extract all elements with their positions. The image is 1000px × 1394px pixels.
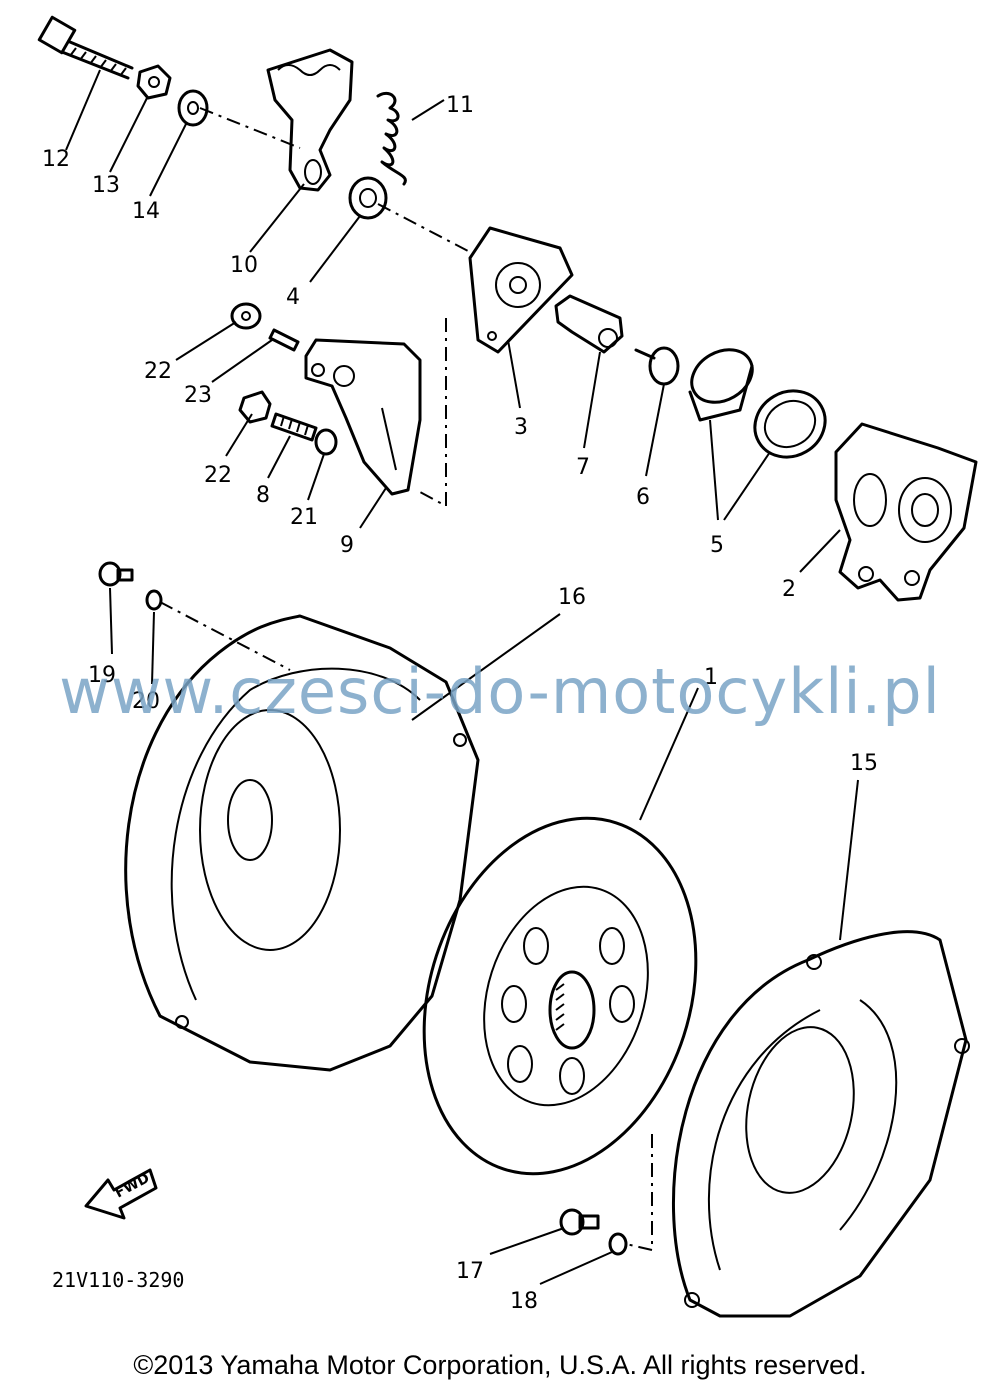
callout-10: 10 (230, 253, 258, 278)
callout-22-upper: 22 (144, 359, 172, 384)
callout-3: 3 (514, 415, 528, 440)
diagram-code: 21V110-3290 (52, 1268, 185, 1292)
callout-9: 9 (340, 533, 354, 558)
part-screw-8 (270, 412, 318, 442)
callout-7: 7 (576, 455, 590, 480)
callout-20: 20 (132, 689, 160, 714)
alignment-line-cover (159, 601, 291, 671)
alignment-line-shield (625, 1134, 653, 1252)
callout-1: 1 (704, 665, 718, 690)
callout-22-lower: 22 (204, 463, 232, 488)
callout-21: 21 (290, 505, 318, 530)
callout-19: 19 (88, 663, 116, 688)
part-cover-3 (468, 226, 574, 354)
part-23 (268, 328, 300, 352)
part-washer-14 (177, 89, 209, 127)
part-shield-15 (672, 930, 970, 1318)
part-nut-22a (230, 302, 262, 330)
alignment-line-lever (199, 107, 301, 149)
part-piston-5a (688, 348, 754, 422)
fwd-label: FWD (112, 1170, 152, 1201)
fwd-arrow-icon: FWD (84, 1168, 158, 1220)
part-piston-5b (753, 389, 827, 459)
callout-13: 13 (92, 173, 120, 198)
callout-14: 14 (132, 199, 160, 224)
callout-15: 15 (850, 751, 878, 776)
part-spring-11 (376, 91, 407, 186)
alignment-line-bracket (419, 318, 447, 508)
part-pin-6 (634, 346, 680, 386)
callout-4: 4 (286, 285, 300, 310)
callout-6: 6 (636, 485, 650, 510)
part-lever-10 (266, 48, 354, 192)
callout-12: 12 (42, 147, 70, 172)
callout-2: 2 (782, 577, 796, 602)
callout-18: 18 (510, 1289, 538, 1314)
callout-8: 8 (256, 483, 270, 508)
callout-5: 5 (710, 533, 724, 558)
part-caliper-2 (834, 422, 978, 602)
part-cover-16 (124, 614, 480, 1072)
part-nut-13 (136, 64, 172, 100)
callout-16: 16 (558, 585, 586, 610)
part-washer-21 (314, 428, 338, 456)
callout-17: 17 (456, 1259, 484, 1284)
part-7 (554, 294, 624, 354)
part-washer-18 (608, 1232, 628, 1256)
part-bracket-9 (304, 338, 422, 496)
part-bolt-17 (559, 1208, 600, 1236)
alignment-line-seal (377, 203, 471, 253)
leader-lines (65, 69, 859, 1285)
part-washer-20 (145, 589, 163, 611)
part-seal-4 (348, 176, 388, 220)
part-bolt-12 (37, 15, 134, 80)
watermark-url: www.czesci-do-motocykli.pl (59, 655, 941, 728)
part-nut-22b (238, 390, 272, 424)
copyright-notice: ©2013 Yamaha Motor Corporation, U.S.A. A… (133, 1350, 867, 1380)
part-bolt-19 (98, 561, 134, 587)
part-disc-1 (422, 816, 698, 1176)
callout-11: 11 (446, 93, 474, 118)
callout-23: 23 (184, 383, 212, 408)
